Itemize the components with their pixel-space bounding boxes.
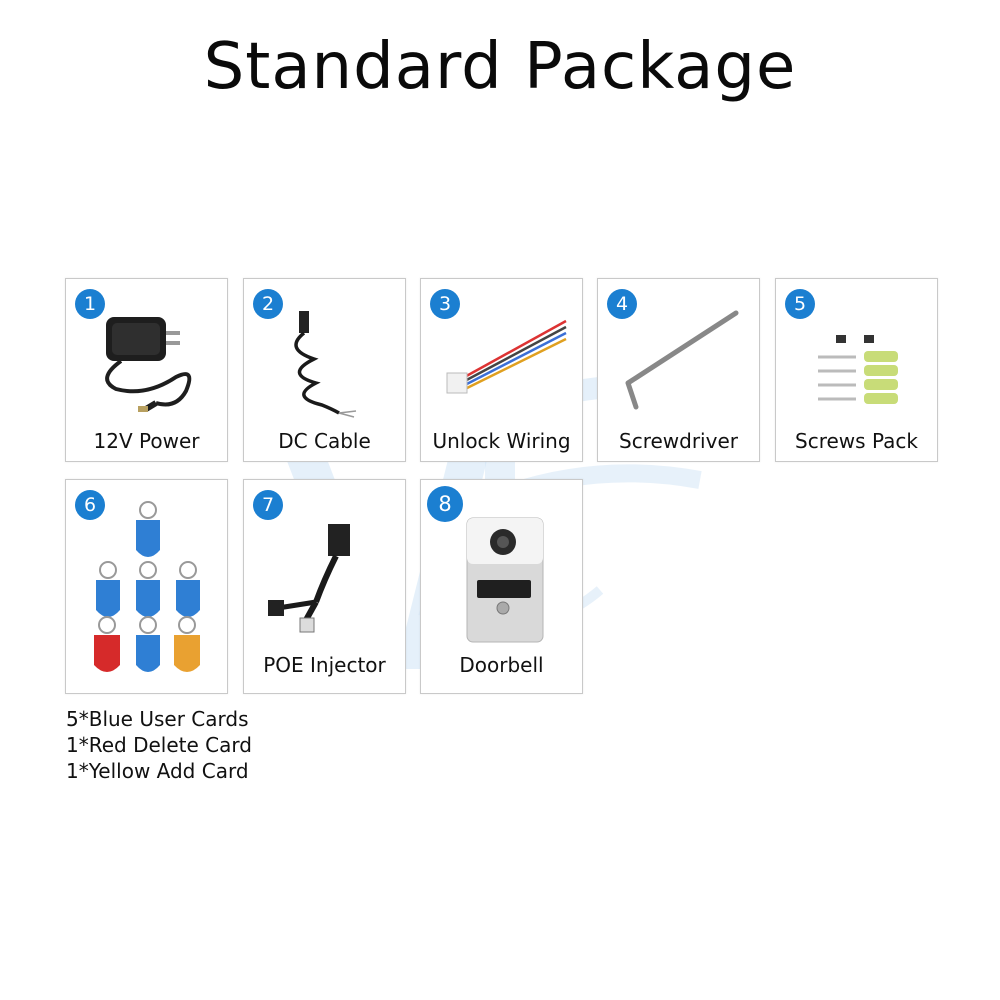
item-label: Unlock Wiring [432, 429, 571, 453]
item-label: Screws Pack [795, 429, 918, 453]
dc-cable-icon [294, 311, 357, 418]
note-red-card: 1*Red Delete Card [66, 733, 252, 757]
poe-injector-icon [268, 524, 350, 633]
item-number-badge: 4 [607, 289, 637, 319]
item-card-doorbell: 8 Doorbell [420, 479, 583, 694]
item-card-screws-pack: 5 Screws Pack [775, 278, 938, 462]
item-card-screwdriver: 4 Screwdriver [597, 278, 760, 462]
item-card-dc-cable: 2 DC Cable [243, 278, 406, 462]
item-number-badge: 3 [430, 289, 460, 319]
power-adapter-icon [105, 317, 192, 412]
hex-key-icon [625, 310, 739, 410]
item-card-power: 1 12V Power [65, 278, 228, 462]
item-number-badge: 2 [253, 289, 283, 319]
doorbell-icon [466, 517, 544, 643]
item-number-badge: 1 [75, 289, 105, 319]
item-label: POE Injector [263, 653, 386, 677]
item-number-badge: 8 [427, 486, 463, 522]
item-card-unlock-wiring: 3 Unlock Wiring [420, 278, 583, 462]
note-yellow-card: 1*Yellow Add Card [66, 759, 249, 783]
item-number-badge: 5 [785, 289, 815, 319]
item-label: Doorbell [459, 653, 544, 677]
item-label: DC Cable [278, 429, 371, 453]
card-notes: 5*Blue User Cards 1*Red Delete Card 1*Ye… [66, 706, 252, 784]
note-blue-cards: 5*Blue User Cards [66, 707, 249, 731]
item-number-badge: 7 [253, 490, 283, 520]
item-label: Screwdriver [619, 429, 738, 453]
screws-icon [818, 335, 898, 404]
item-number-badge: 6 [75, 490, 105, 520]
item-label: 12V Power [93, 429, 200, 453]
item-card-rfid-cards: 6 [65, 479, 228, 694]
rfid-keyfob-icon [94, 501, 200, 672]
page-title: Standard Package [203, 30, 797, 104]
wiring-harness-icon [446, 319, 567, 394]
item-card-poe-injector: 7 POE Injector [243, 479, 406, 694]
